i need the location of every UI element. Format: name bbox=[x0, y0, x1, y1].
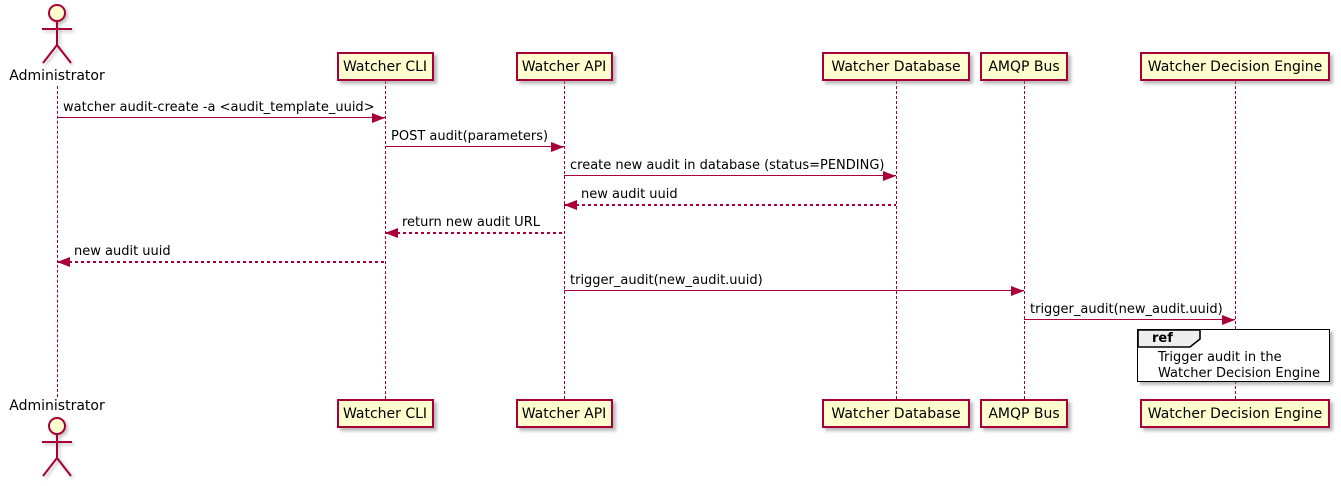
lifeline-watcher-api bbox=[563, 81, 565, 399]
participant-watcher-api-top: Watcher API bbox=[515, 52, 613, 81]
message-line-6 bbox=[564, 290, 1024, 291]
message-label-4: return new audit URL bbox=[402, 215, 540, 230]
actor-figure-administrator-bottom bbox=[42, 417, 72, 477]
message-line-0 bbox=[57, 117, 385, 118]
message-label-0: watcher audit-create -a <audit_template_… bbox=[63, 100, 375, 115]
message-label-2: create new audit in database (status=PEN… bbox=[570, 158, 885, 173]
participant-watcher-cli-top: Watcher CLI bbox=[336, 52, 434, 81]
message-arrowhead-4 bbox=[385, 227, 398, 238]
message-line-7 bbox=[1024, 319, 1235, 320]
ref-keyword-label: ref bbox=[1152, 331, 1173, 346]
message-line-5 bbox=[57, 261, 385, 263]
participant-watcher-decision-engine-top: Watcher Decision Engine bbox=[1140, 52, 1330, 81]
message-arrowhead-6 bbox=[1011, 285, 1024, 296]
actor-label-administrator-bottom: Administrator bbox=[9, 398, 105, 414]
ref-text-line: Watcher Decision Engine bbox=[1158, 365, 1320, 381]
actor-figure-administrator-top bbox=[42, 4, 72, 64]
message-arrowhead-2 bbox=[883, 170, 896, 181]
participant-watcher-api-bottom: Watcher API bbox=[515, 399, 613, 428]
participant-watcher-database-top: Watcher Database bbox=[822, 52, 970, 81]
lifeline-administrator bbox=[56, 86, 58, 397]
message-arrowhead-1 bbox=[551, 141, 564, 152]
message-line-1 bbox=[385, 146, 564, 147]
message-label-6: trigger_audit(new_audit.uuid) bbox=[570, 273, 763, 288]
message-label-5: new audit uuid bbox=[74, 244, 171, 259]
message-label-1: POST audit(parameters) bbox=[391, 129, 549, 144]
ref-text: Trigger audit in the Watcher Decision En… bbox=[1158, 350, 1320, 381]
message-line-4 bbox=[385, 232, 564, 234]
message-arrowhead-7 bbox=[1222, 314, 1235, 325]
message-arrowhead-0 bbox=[372, 112, 385, 123]
message-line-2 bbox=[564, 175, 896, 176]
lifeline-amqp-bus bbox=[1023, 81, 1025, 399]
participant-watcher-cli-bottom: Watcher CLI bbox=[336, 399, 434, 428]
participant-amqp-bus-bottom: AMQP Bus bbox=[980, 399, 1068, 428]
message-arrowhead-3 bbox=[564, 199, 577, 210]
message-label-3: new audit uuid bbox=[581, 187, 678, 202]
participant-amqp-bus-top: AMQP Bus bbox=[980, 52, 1068, 81]
lifeline-watcher-decision-engine bbox=[1234, 81, 1236, 399]
lifeline-watcher-database bbox=[895, 81, 897, 399]
participant-watcher-decision-engine-bottom: Watcher Decision Engine bbox=[1140, 399, 1330, 428]
ref-fragment: ref Trigger audit in the Watcher Decisio… bbox=[1136, 328, 1330, 382]
ref-text-line: Trigger audit in the bbox=[1158, 350, 1282, 365]
actor-label-administrator-top: Administrator bbox=[9, 68, 105, 84]
participant-watcher-database-bottom: Watcher Database bbox=[822, 399, 970, 428]
ref-tab-shape bbox=[1136, 328, 1201, 348]
message-label-7: trigger_audit(new_audit.uuid) bbox=[1030, 302, 1223, 317]
message-arrowhead-5 bbox=[57, 256, 70, 267]
lifeline-watcher-cli bbox=[384, 81, 386, 399]
message-line-3 bbox=[564, 204, 896, 206]
